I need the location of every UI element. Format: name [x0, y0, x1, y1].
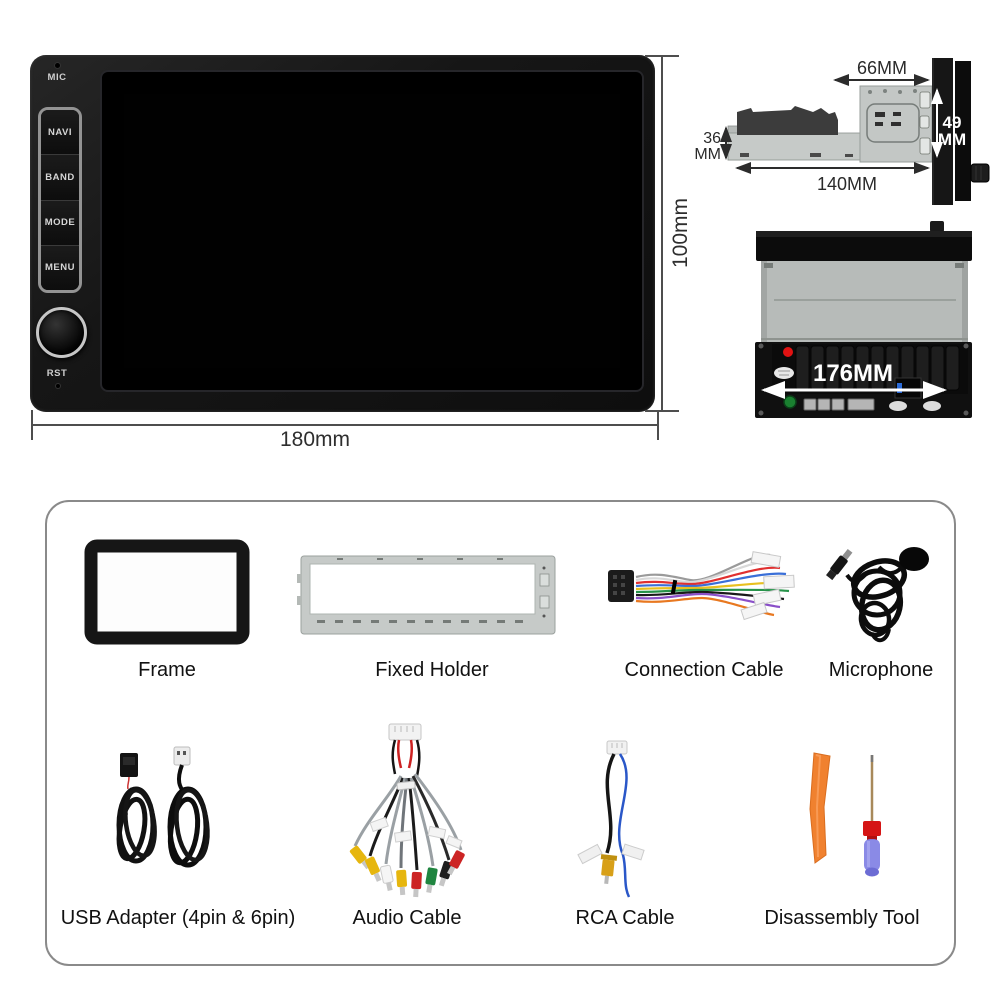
width-dimension-line — [31, 424, 659, 426]
front-button-group: NAVI BAND MODE MENU — [38, 107, 82, 293]
height-dimension-label: 100mm — [669, 197, 692, 269]
screwdriver — [863, 755, 881, 877]
accessory-label-connection-cable: Connection Cable — [624, 659, 784, 681]
rca-yellow-plug — [600, 854, 618, 885]
side-view-drawing: 66MM 36 MM 49 MM 140MM — [695, 58, 990, 205]
holder-slots — [317, 558, 523, 623]
audio-connector — [388, 723, 422, 741]
rst-hole — [56, 384, 60, 388]
accessories-panel: Frame Fixed Holder — [45, 500, 956, 966]
chassis-height-dim-value: 36 — [703, 130, 721, 147]
disassembly-tool-image — [809, 752, 881, 877]
faceplate-top — [756, 231, 972, 261]
label-oval-2 — [923, 401, 941, 411]
accessory-label-usb-adapter: USB Adapter (4pin & 6pin) — [60, 907, 296, 929]
head-unit-front-view: MIC NAVI BAND MODE MENU RST — [30, 55, 655, 412]
label-oval-1 — [889, 401, 907, 411]
mic-hole — [55, 63, 60, 68]
spec-badge — [774, 367, 794, 379]
harness-plugs — [740, 551, 795, 621]
antenna-nub — [930, 221, 944, 232]
usb-cable-left — [116, 753, 157, 864]
usb-adapter-image — [116, 746, 210, 868]
height-dimension-line — [661, 56, 663, 412]
microphone-image — [825, 547, 929, 643]
chassis-height-dim-unit: MM — [695, 146, 721, 163]
wire-tags — [369, 816, 463, 849]
chassis-top — [761, 261, 968, 342]
rca-plugs — [349, 845, 465, 898]
mic-cable-coil — [845, 558, 908, 643]
width-dimension-label: 180mm — [279, 428, 351, 451]
depth-dim-label: 140MM — [817, 174, 877, 194]
side-view-dimensions: 66MM 36 MM 49 MM 140MM — [695, 58, 966, 194]
accessory-label-audio-cable: Audio Cable — [352, 907, 462, 929]
frame-image — [84, 539, 250, 645]
face-height-dim-unit: MM — [938, 130, 966, 149]
pry-tool — [809, 752, 831, 864]
aux-plug — [825, 548, 853, 581]
audio-cable-image — [349, 723, 465, 898]
height-dimension-tick-bottom — [645, 410, 679, 412]
head-unit-screen — [100, 70, 644, 392]
navi-button: NAVI — [41, 110, 79, 155]
audio-wires — [353, 739, 463, 871]
height-dimension-tick-top — [645, 55, 679, 57]
mode-button: MODE — [41, 199, 79, 245]
rst-label: RST — [46, 368, 68, 379]
connection-cable-image — [608, 551, 795, 621]
heatsink-block — [737, 106, 838, 135]
rear-connector-panel: 176MM — [755, 342, 972, 418]
power-led — [783, 347, 793, 357]
rear-width-dim-label: 176MM — [813, 360, 893, 387]
rear-view-drawing: 176MM — [755, 221, 972, 418]
wire-sockets — [803, 398, 875, 411]
rca-cable-image — [577, 740, 645, 898]
accessory-label-microphone: Microphone — [828, 659, 934, 681]
ground-terminal — [783, 395, 797, 409]
knob-side — [970, 163, 990, 183]
accessory-label-rca-cable: RCA Cable — [575, 907, 675, 929]
band-button: BAND — [41, 154, 79, 200]
menu-button: MENU — [41, 244, 79, 290]
mic-label: MIC — [47, 72, 67, 83]
usb-cable-right — [167, 746, 210, 868]
face-height-dim-value: 49 — [943, 113, 962, 132]
top-width-dim-label: 66MM — [857, 58, 907, 78]
fixed-holder-image — [297, 555, 556, 635]
width-dimension-tick-left — [31, 410, 33, 440]
width-dimension-tick-right — [657, 410, 659, 440]
mounting-cage-side — [859, 85, 933, 163]
accessory-label-frame: Frame — [138, 659, 196, 681]
mic-capsule — [899, 547, 929, 571]
accessory-label-disassembly-tool: Disassembly Tool — [764, 907, 920, 929]
accessory-label-fixed-holder: Fixed Holder — [375, 659, 489, 681]
volume-knob — [36, 307, 87, 358]
